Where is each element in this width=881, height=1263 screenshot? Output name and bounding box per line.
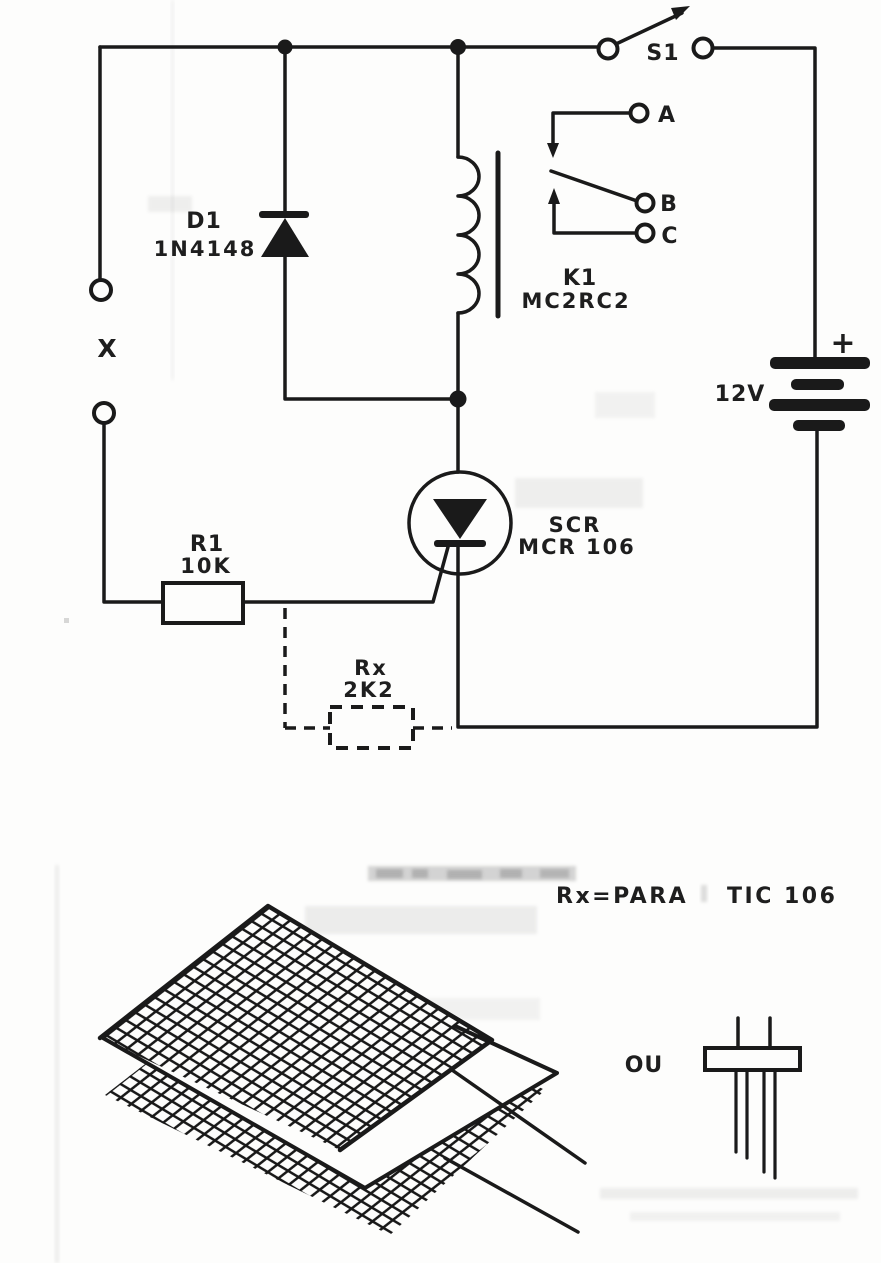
gate-wire xyxy=(241,545,450,604)
upper-mesh-screen xyxy=(97,903,495,1153)
lower-mesh-lead-wire xyxy=(443,1156,580,1234)
diode-cathode-bar xyxy=(259,211,309,218)
resistor-rx-box xyxy=(328,705,415,750)
upper-mesh-lead-wire xyxy=(450,1068,587,1165)
contact-c-terminal xyxy=(634,222,656,244)
down-arrowhead xyxy=(547,143,559,158)
r1-ref-label: R1 xyxy=(190,532,224,557)
scr-cathode-bar xyxy=(434,540,486,547)
probe-terminals xyxy=(89,278,116,425)
schematic-labels: S1 A B C K1 MC2RC2 D1 1N4148 X + 12V SCR… xyxy=(97,41,855,1078)
relay-ref-label: K1 xyxy=(563,266,597,291)
diode-cathode-branch xyxy=(283,254,460,401)
rx-note-part-label: TIC 106 xyxy=(727,884,837,909)
coil-loops xyxy=(456,155,481,315)
contact-a-terminal xyxy=(628,102,650,124)
scr-ref-label: SCR xyxy=(549,513,602,537)
relay-armature xyxy=(549,169,639,203)
left-sensor-wire-lower xyxy=(102,422,165,604)
battery-plus-label: + xyxy=(830,326,855,361)
scr-triangle xyxy=(433,499,487,539)
battery-symbol xyxy=(769,357,870,431)
switch-arrowhead xyxy=(671,6,690,20)
junction-dot xyxy=(449,390,467,408)
comb-sensor-symbol xyxy=(703,1016,802,1180)
battery-plate-long xyxy=(770,357,870,369)
or-label: OU xyxy=(625,1053,664,1078)
battery-plate-short xyxy=(793,420,845,431)
junction-dot xyxy=(450,39,466,55)
switch-s1-label: S1 xyxy=(646,41,679,66)
bottom-rail-wire xyxy=(456,429,819,729)
contact-c-wire xyxy=(552,201,638,235)
top-right-wire xyxy=(710,46,817,359)
probe-terminal-upper xyxy=(89,278,113,302)
diode-part-label: 1N4148 xyxy=(154,237,257,261)
diode-triangle xyxy=(261,218,309,257)
relay-coil-symbol xyxy=(456,150,501,319)
circuit-wiring xyxy=(98,39,819,729)
contact-a-label: A xyxy=(658,103,676,128)
comb-body-bar xyxy=(703,1046,802,1072)
up-arrowhead xyxy=(548,188,560,204)
rx-note-label: Rx=PARA xyxy=(556,884,688,909)
battery-plate-long xyxy=(769,399,870,411)
junction-dot xyxy=(277,39,293,55)
battery-plate-short xyxy=(791,379,844,390)
resistor-rx-dashed xyxy=(283,608,452,750)
rx-value-label: 2K2 xyxy=(343,678,395,702)
contact-a-wire xyxy=(551,111,632,147)
resistor-r1-box xyxy=(161,581,245,625)
contact-b-label: B xyxy=(660,192,678,217)
contact-b-terminal xyxy=(634,192,656,214)
r1-value-label: 10K xyxy=(180,554,232,578)
scr-symbol xyxy=(407,470,513,576)
mesh-sensor-illustration xyxy=(97,903,587,1235)
scr-envelope xyxy=(407,470,513,576)
battery-voltage-label: 12V xyxy=(715,382,766,407)
switch-terminal xyxy=(691,36,715,60)
relay-contacts-symbol xyxy=(547,102,656,244)
switch-s1-symbol xyxy=(596,6,715,61)
switch-lever xyxy=(614,11,684,46)
probe-terminal-lower xyxy=(92,401,116,425)
relay-part-label: MC2RC2 xyxy=(521,289,630,313)
rx-ref-label: Rx xyxy=(354,656,388,680)
probe-x-label: X xyxy=(97,334,116,363)
switch-terminal xyxy=(596,37,620,61)
diode-ref-label: D1 xyxy=(186,209,222,234)
contact-c-label: C xyxy=(661,224,678,249)
upper-mesh-outline xyxy=(97,903,495,1153)
diode-symbol xyxy=(259,211,309,257)
scr-part-label: MCR 106 xyxy=(518,535,636,559)
